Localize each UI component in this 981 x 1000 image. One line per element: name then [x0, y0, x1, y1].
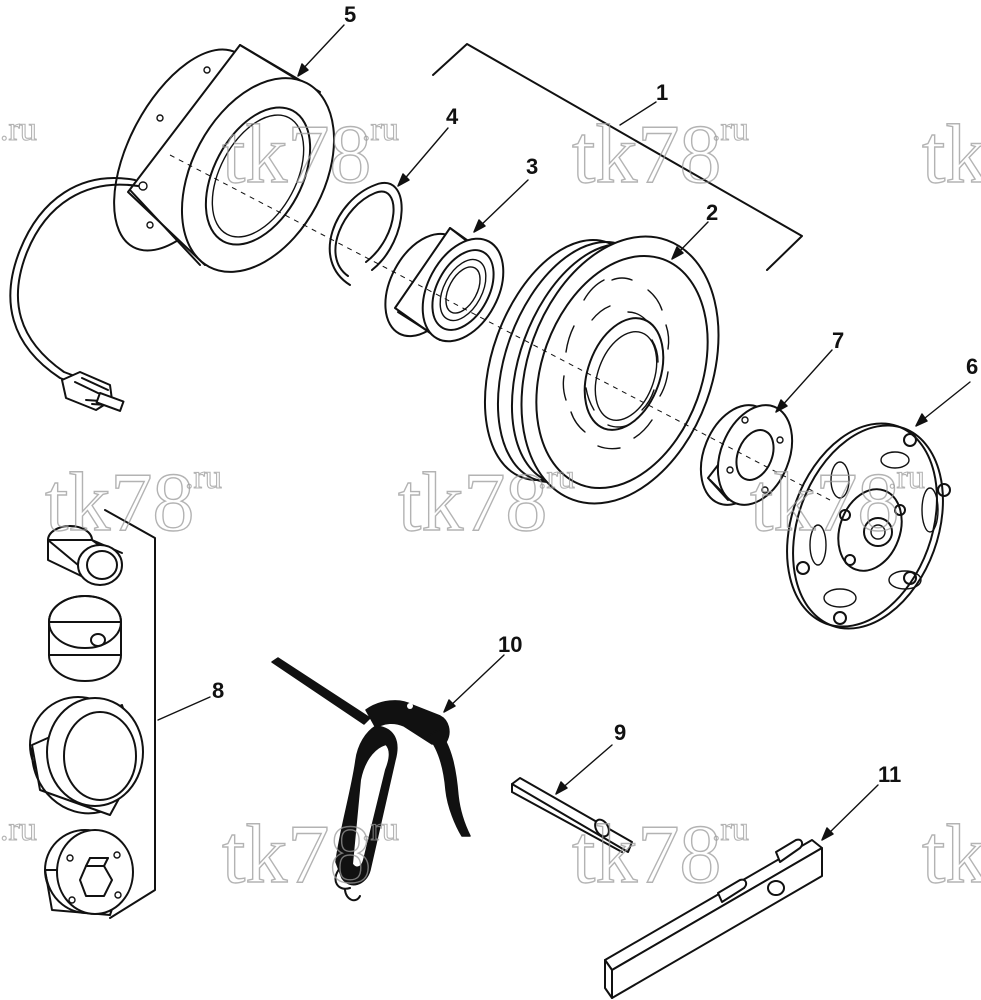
watermark-text-6: tk78: [398, 456, 547, 549]
part-air-gun: [271, 657, 471, 902]
watermark-text-7: tk78: [750, 456, 899, 549]
callout-leaders: [157, 24, 971, 841]
watermark-suffix-3: .ru: [712, 111, 749, 148]
callout-labels: 1 2 3 4 5 6 7 8 9 10 11: [212, 2, 978, 787]
watermark-text-4: tk78: [922, 108, 981, 201]
watermark-suffix-10: .ru: [712, 811, 749, 848]
callout-4: 4: [446, 104, 459, 129]
part-tool-set: [29, 509, 156, 919]
callout-9: 9: [614, 720, 626, 745]
assembly-axis: [169, 154, 831, 501]
callout-11: 11: [878, 762, 901, 787]
watermark-suffix-7: .ru: [888, 459, 925, 496]
part-clutch-plate: [786, 422, 951, 630]
callout-3: 3: [526, 154, 538, 179]
part-bearing: [384, 227, 505, 343]
watermark-suffix-8: .ru: [0, 811, 37, 848]
watermark-text-11: tk78: [922, 808, 981, 901]
callout-6: 6: [966, 354, 978, 379]
watermark-suffix-5: .ru: [185, 459, 222, 496]
callout-2: 2: [706, 200, 718, 225]
group-bracket: [432, 43, 803, 271]
watermark-text-9: tk78: [222, 808, 371, 901]
part-pulley: [483, 235, 720, 505]
watermark-text-2: tk78: [222, 108, 371, 201]
watermark-suffix-2: .ru: [362, 111, 399, 148]
callout-10: 10: [498, 632, 522, 657]
callout-8: 8: [212, 678, 224, 703]
watermark-text-3: tk78: [572, 108, 721, 201]
watermark-suffix-1: .ru: [0, 111, 37, 148]
part-spacer: [699, 404, 794, 506]
watermark-text-5: tk78: [45, 456, 194, 549]
part-key-tool: [511, 777, 633, 853]
watermarks: .ru tk78 .ru tk78 .ru tk78 tk78 .ru tk78…: [0, 107, 981, 901]
callout-7: 7: [832, 328, 844, 353]
watermark-suffix-9: .ru: [362, 811, 399, 848]
callout-5: 5: [344, 2, 356, 27]
callout-1: 1: [656, 80, 668, 105]
watermark-text-10: tk78: [572, 808, 721, 901]
part-field-coil: [9, 44, 336, 412]
part-snap-ring: [328, 181, 403, 286]
watermark-suffix-6: .ru: [538, 459, 575, 496]
part-bar-tool: [604, 838, 823, 999]
